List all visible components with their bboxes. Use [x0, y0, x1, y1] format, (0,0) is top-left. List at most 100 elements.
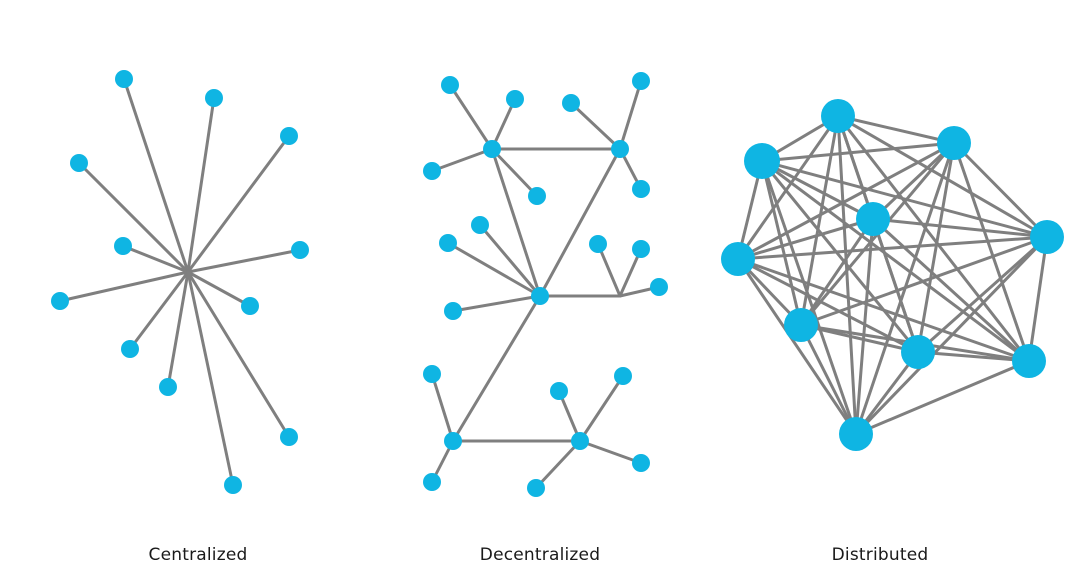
- leaf-edge: [557, 389, 582, 443]
- star-edge: [122, 77, 190, 274]
- mesh-node: [721, 242, 755, 276]
- leaf-node: [159, 378, 177, 396]
- decentralized-caption: Decentralized: [479, 545, 601, 565]
- leaf-node: [527, 479, 545, 497]
- leaf-node: [471, 216, 489, 234]
- mesh-edge: [836, 114, 1031, 363]
- mesh-node: [1012, 344, 1046, 378]
- leaf-node: [280, 127, 298, 145]
- hub-node: [444, 432, 462, 450]
- leaf-node: [650, 278, 668, 296]
- star-edge: [166, 270, 190, 389]
- leaf-node: [114, 237, 132, 255]
- leaf-node: [506, 90, 524, 108]
- leaf-node: [550, 382, 568, 400]
- star-edge: [77, 161, 190, 274]
- mesh-edge: [760, 159, 858, 436]
- mesh-edge: [760, 159, 803, 327]
- mesh-edge: [1027, 235, 1049, 363]
- leaf-node: [423, 162, 441, 180]
- mesh-edge: [836, 114, 956, 145]
- mesh-edge: [736, 114, 840, 261]
- distributed-caption: Distributed: [831, 545, 929, 565]
- mesh-node: [821, 99, 855, 133]
- mesh-edge: [760, 159, 875, 221]
- mesh-edge: [916, 141, 956, 354]
- leaf-edge: [618, 79, 643, 151]
- mesh-edge: [799, 217, 875, 327]
- leaf-edge: [578, 439, 643, 465]
- leaf-node: [632, 240, 650, 258]
- leaf-edge: [490, 147, 539, 198]
- mesh-edge: [736, 141, 956, 261]
- star-edge: [186, 270, 235, 487]
- leaf-node: [632, 180, 650, 198]
- star-edge: [186, 96, 216, 274]
- mesh-node: [1030, 220, 1064, 254]
- leaf-edge: [578, 374, 625, 443]
- hub-link-edge: [490, 147, 542, 298]
- mesh-node: [937, 126, 971, 160]
- star-edge: [186, 270, 291, 439]
- star-edge: [58, 270, 190, 303]
- leaf-node: [115, 70, 133, 88]
- leaf-edge: [451, 294, 542, 313]
- mesh-node: [856, 202, 890, 236]
- mesh-node: [784, 308, 818, 342]
- mesh-edge: [854, 217, 875, 436]
- mesh-edge: [799, 323, 858, 436]
- leaf-node: [280, 428, 298, 446]
- leaf-edge: [430, 372, 455, 443]
- leaf-node: [121, 340, 139, 358]
- leaf-node: [528, 187, 546, 205]
- leaf-node: [205, 89, 223, 107]
- mesh-edge: [854, 359, 1031, 436]
- leaf-node: [562, 94, 580, 112]
- mesh-edge: [760, 159, 1031, 363]
- star-edge: [128, 270, 190, 351]
- centralized-caption: Centralized: [148, 545, 248, 565]
- leaf-edge: [448, 83, 494, 151]
- mesh-edge: [871, 217, 920, 354]
- leaf-edge: [446, 241, 542, 298]
- leaf-node: [423, 365, 441, 383]
- mesh-node: [901, 335, 935, 369]
- mesh-edge: [854, 235, 1049, 436]
- mesh-edge: [736, 257, 920, 354]
- hub-link-edge: [538, 147, 622, 298]
- centralized-network: [51, 70, 309, 494]
- hub-node: [571, 432, 589, 450]
- leaf-node: [51, 292, 69, 310]
- mesh-edge: [760, 159, 1049, 239]
- leaf-node: [241, 297, 259, 315]
- star-edge: [186, 270, 252, 308]
- leaf-node: [614, 367, 632, 385]
- leaf-edge: [478, 223, 542, 298]
- mesh-edge: [952, 141, 1031, 363]
- leaf-node: [441, 76, 459, 94]
- hub-node: [531, 287, 549, 305]
- leaf-node: [423, 473, 441, 491]
- star-edge: [186, 134, 291, 274]
- leaf-node: [632, 454, 650, 472]
- leaf-edge: [596, 242, 622, 298]
- leaf-node: [632, 72, 650, 90]
- mesh-edge: [736, 235, 1049, 261]
- distributed-network: [721, 99, 1064, 451]
- leaf-edge: [569, 101, 622, 151]
- mesh-edge: [871, 217, 1031, 363]
- mesh-edge: [760, 141, 956, 163]
- hub-node: [611, 140, 629, 158]
- leaf-edge: [430, 147, 494, 173]
- mesh-edge: [736, 257, 858, 436]
- mesh-edge: [871, 217, 1049, 239]
- mesh-node: [744, 143, 780, 179]
- mesh-edge: [760, 159, 920, 354]
- mesh-edge: [736, 217, 875, 261]
- decentralized-network: [423, 72, 668, 497]
- mesh-edge: [736, 257, 1031, 363]
- mesh-edge: [799, 235, 1049, 327]
- mesh-edge: [854, 350, 920, 436]
- mesh-edge: [871, 141, 956, 221]
